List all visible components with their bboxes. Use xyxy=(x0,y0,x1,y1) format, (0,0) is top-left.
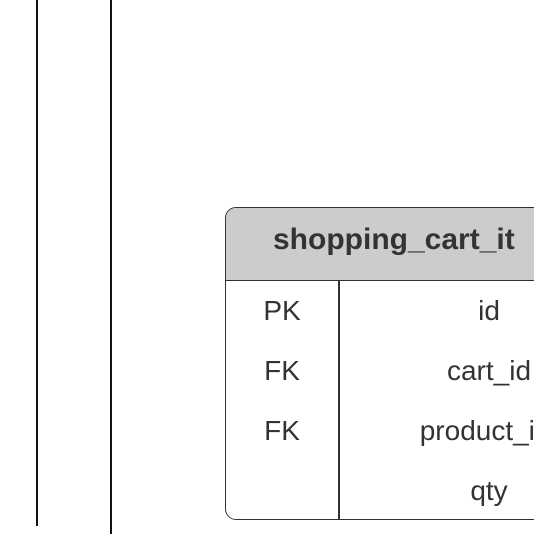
entity-title: shopping_cart_it xyxy=(273,223,515,256)
table-row: FK cart_id xyxy=(226,341,534,401)
field-cell: qty xyxy=(470,475,508,506)
entity-header: shopping_cart_it xyxy=(226,208,534,281)
column-divider xyxy=(338,281,340,519)
entity-table-shopping-cart-item[interactable]: shopping_cart_it PK id FK cart_id FK pro… xyxy=(225,207,534,520)
field-cell: product_ite xyxy=(419,415,534,446)
table-row: FK product_ite xyxy=(226,401,534,461)
key-cell: FK xyxy=(264,415,300,446)
key-cell xyxy=(226,461,338,519)
field-cell: cart_id xyxy=(446,355,532,386)
key-cell: FK xyxy=(264,355,300,386)
lifeline-left xyxy=(36,0,38,526)
table-row: PK id xyxy=(226,281,534,341)
table-row: qty xyxy=(226,461,534,519)
key-cell: PK xyxy=(263,295,301,326)
lifeline-right xyxy=(110,0,112,534)
field-cell: id xyxy=(478,295,500,326)
